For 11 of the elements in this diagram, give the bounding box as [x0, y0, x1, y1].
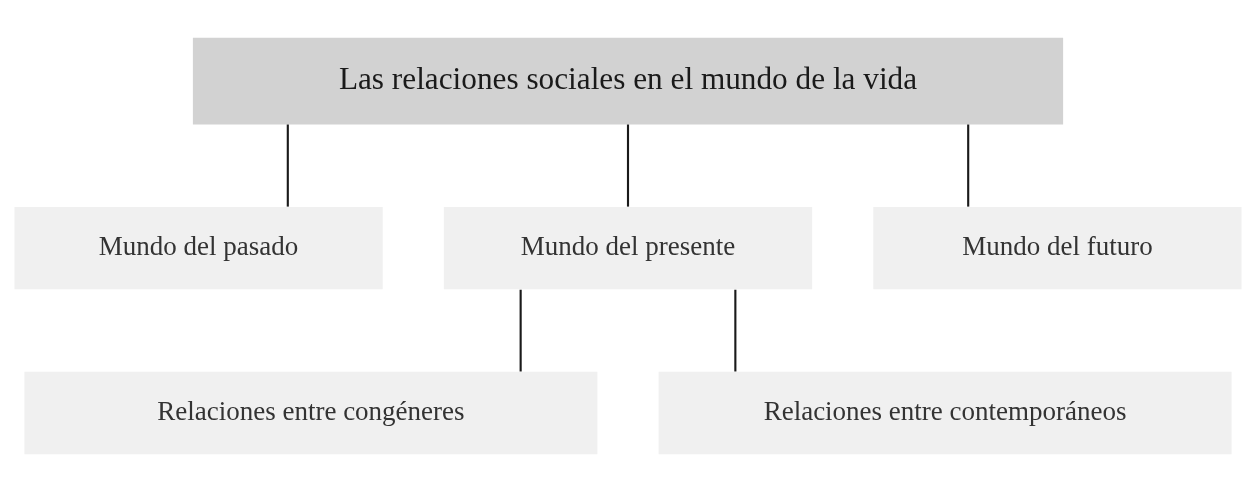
node-box: Las relaciones sociales en el mundo de la vida: [192, 37, 1064, 125]
connector: [286, 124, 289, 207]
connector: [734, 289, 737, 372]
node-box: Relaciones entre congéneres: [24, 371, 598, 455]
node-box: Relaciones entre contemporáneos: [658, 371, 1232, 455]
node-box: Mundo del pasado: [14, 206, 383, 290]
node-box: Mundo del futuro: [873, 206, 1242, 290]
connector: [519, 289, 522, 372]
connector: [626, 124, 630, 207]
node-box: Mundo del presente: [443, 206, 813, 290]
connector: [967, 124, 970, 207]
